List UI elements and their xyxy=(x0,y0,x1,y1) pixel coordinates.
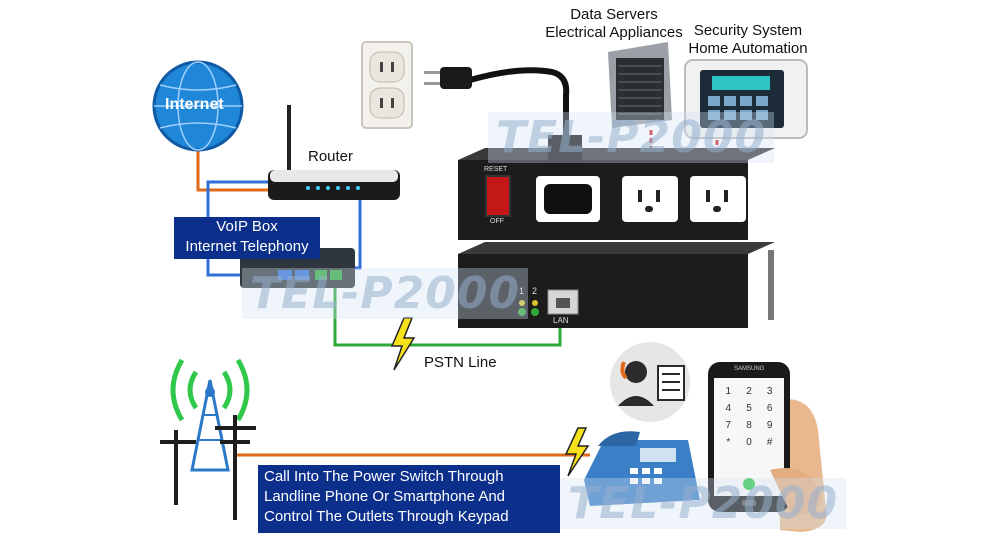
keypad-key[interactable]: * xyxy=(726,437,731,448)
smartphone-icon xyxy=(708,362,790,512)
keypad-key[interactable]: 9 xyxy=(766,420,773,431)
keypad-key[interactable]: # xyxy=(766,437,773,448)
keypad-key[interactable]: 7 xyxy=(725,420,732,431)
pstn-cable xyxy=(333,282,562,347)
call-instructions-box: Call Into The Power Switch Through Landl… xyxy=(258,465,560,533)
router-label: Router xyxy=(308,148,354,165)
data-servers-label: Data Servers xyxy=(570,6,658,23)
thumb-icon xyxy=(770,468,822,515)
phone-keypad: 1 2 3 4 5 6 7 8 9 * 0 # xyxy=(718,386,780,448)
desk-phone-icon xyxy=(584,431,700,506)
control-unit xyxy=(458,242,775,328)
router-icon xyxy=(268,105,400,200)
watermark: TEL-P2000 xyxy=(560,478,847,529)
keypad-key[interactable]: 2 xyxy=(746,386,752,397)
keypad-key[interactable]: 5 xyxy=(746,403,752,414)
power-plug xyxy=(424,67,472,89)
port-2-label: 2 xyxy=(532,286,538,296)
power-switch-unit xyxy=(458,135,775,240)
call-instructions-line3: Control The Outlets Through Keypad xyxy=(264,508,509,525)
support-agent-icon xyxy=(610,342,690,422)
internet-label: Internet xyxy=(165,96,224,113)
voip-box-title: VoIP Box xyxy=(216,218,278,235)
internet-globe-icon xyxy=(152,60,244,152)
voip-box-label: VoIP Box Internet Telephony xyxy=(174,217,320,259)
internet-router-cable xyxy=(196,150,270,192)
call-instructions-line1: Call Into The Power Switch Through xyxy=(264,468,504,485)
keypad-key[interactable]: 4 xyxy=(725,403,732,414)
port-1-label: 1 xyxy=(519,286,525,296)
home-automation-label: Home Automation xyxy=(688,40,808,57)
lightning-icon xyxy=(390,317,416,371)
security-system-label: Security System xyxy=(693,22,803,39)
phone-brand-label: SAMSUNG xyxy=(734,366,765,372)
reset-label: RESET xyxy=(484,166,508,173)
voip-box-subtitle: Internet Telephony xyxy=(185,238,309,255)
electrical-appliances-label: Electrical Appliances xyxy=(545,24,683,41)
keypad-key[interactable]: 0 xyxy=(746,437,752,448)
off-label: OFF xyxy=(490,218,504,225)
watermark: TEL-P2000 xyxy=(242,268,529,319)
keypad-key[interactable]: 1 xyxy=(725,386,732,397)
keypad-key[interactable]: 3 xyxy=(766,386,773,397)
keypad-key[interactable]: 8 xyxy=(746,420,752,431)
lan-label: LAN xyxy=(553,316,569,325)
lightning-icon xyxy=(564,427,590,477)
data-server-icon xyxy=(608,42,672,128)
cell-tower-icon xyxy=(170,358,250,472)
keypad-key[interactable]: 6 xyxy=(766,403,773,414)
pstn-line-label: PSTN Line xyxy=(424,354,497,371)
wall-outlet xyxy=(361,41,413,129)
power-cord xyxy=(469,67,570,135)
call-instructions-line2: Landline Phone Or Smartphone And xyxy=(264,488,506,505)
watermark: TEL-P2000 xyxy=(488,112,775,163)
security-panel-icon xyxy=(684,59,808,139)
utility-pole-icon xyxy=(160,415,256,520)
